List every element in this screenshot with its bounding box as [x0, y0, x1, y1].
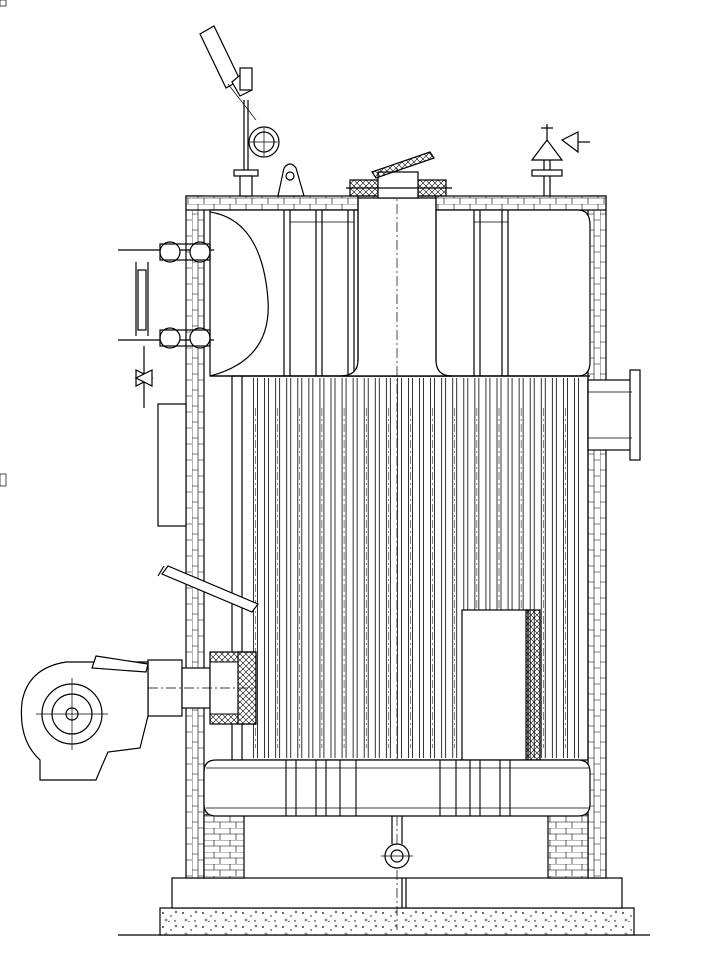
bottom-drain-nozzle — [381, 816, 413, 869]
air-vent-valve — [530, 124, 590, 196]
inspection-door — [157, 403, 187, 527]
refractory-block — [461, 609, 541, 761]
frame-marker — [0, 473, 7, 487]
steam-outlet-nozzle — [587, 369, 641, 461]
header-plates — [285, 760, 511, 816]
lifting-lug — [277, 163, 305, 197]
drain-valve — [134, 369, 154, 387]
tube-lines — [253, 378, 579, 758]
safety-valve — [199, 25, 259, 197]
water-level-gauge — [118, 241, 214, 408]
burner-nozzle — [129, 651, 257, 725]
frame-marker — [0, 0, 7, 7]
fuel-lance — [157, 565, 259, 613]
pressure-gauge — [248, 126, 280, 158]
lower-header — [203, 759, 591, 817]
manhole-lid — [346, 151, 452, 199]
burner-fan — [20, 655, 149, 781]
